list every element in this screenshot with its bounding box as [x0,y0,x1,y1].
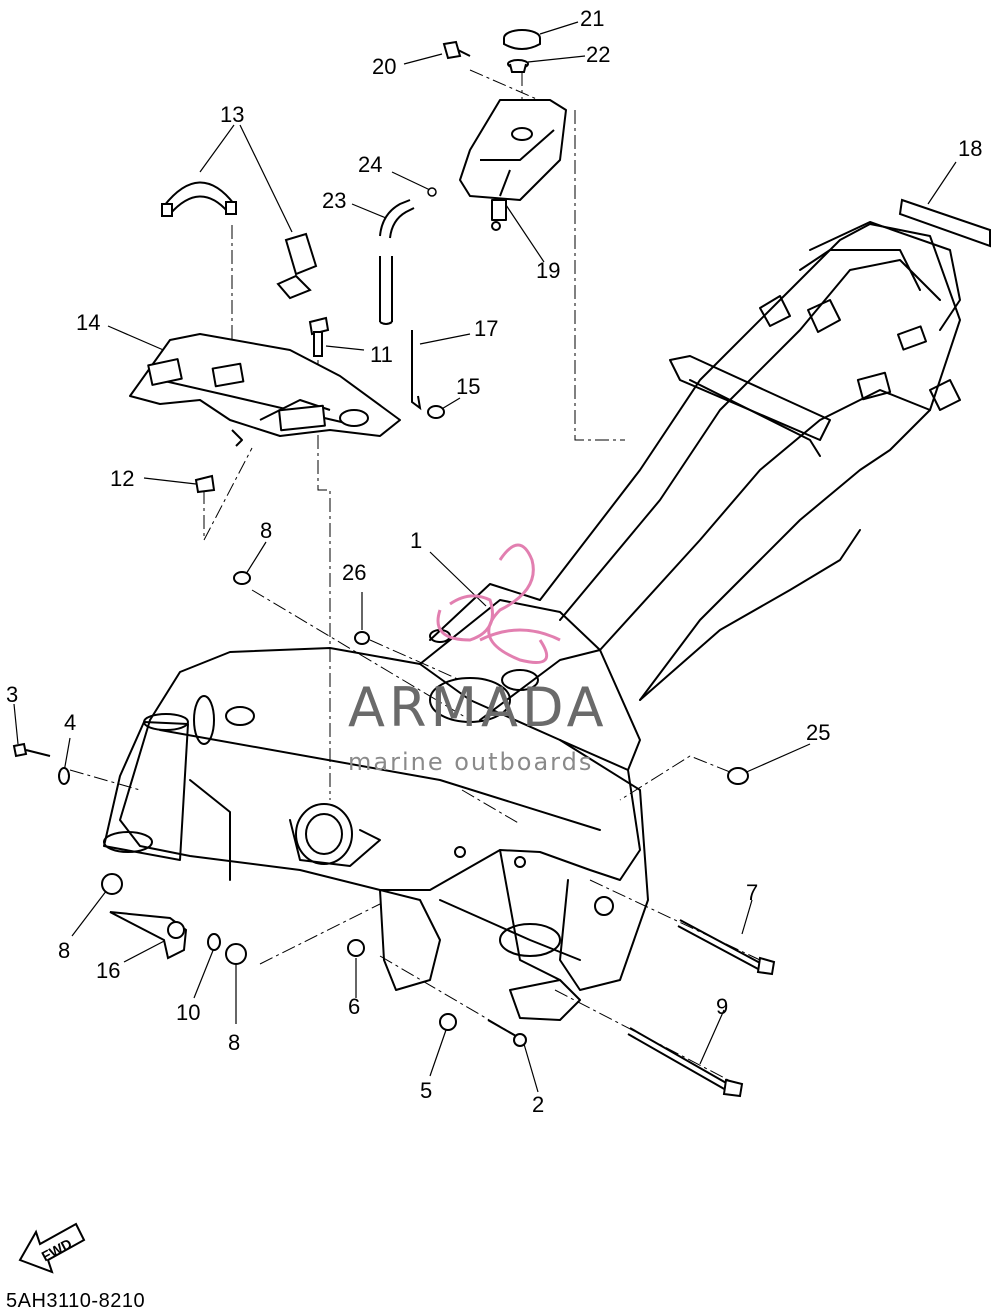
label-part-9: 9 [716,994,728,1019]
label-part-7: 7 [746,880,758,905]
part-12-clip [194,474,216,494]
part-20-bolt [442,40,471,60]
label-part-8-left: 8 [58,938,70,963]
label-part-20: 20 [372,54,396,79]
part-13-straps [161,181,318,300]
label-part-19: 19 [536,258,560,283]
part-22-grommet [507,59,529,73]
label-part-21: 21 [580,6,604,31]
label-part-15: 15 [456,374,480,399]
part-number-labels: 21 22 20 13 18 24 23 19 14 17 11 15 12 8… [6,6,982,1117]
fwd-arrow-icon: FWD [18,1222,86,1274]
label-part-12: 12 [110,466,134,491]
label-part-13: 13 [220,102,244,127]
part-15-nut [427,405,445,419]
part-24-clip [427,187,437,197]
label-part-22: 22 [586,42,610,67]
label-part-8-right: 8 [228,1030,240,1055]
label-part-3: 3 [6,682,18,707]
label-part-10: 10 [176,1000,200,1025]
diagram-code: 5AH3110-8210 [6,1290,146,1312]
label-part-4: 4 [64,710,76,735]
label-part-16: 16 [96,958,120,983]
label-part-6: 6 [348,994,360,1019]
label-part-2: 2 [532,1092,544,1117]
leader-lines [13,21,957,1093]
label-part-14: 14 [76,310,100,335]
label-part-5: 5 [420,1078,432,1103]
watermark-logo-mark [436,543,561,664]
label-part-24: 24 [358,152,382,177]
small-fasteners [12,571,776,1098]
label-part-8-upper: 8 [260,518,272,543]
main-frame [103,221,961,1021]
part-14-bracket-tray [129,333,401,447]
part-18-rubber-strip [898,198,991,248]
label-part-25: 25 [806,720,830,745]
label-part-1: 1 [410,528,422,553]
part-19-reservoir-tank [459,99,567,231]
label-part-18: 18 [958,136,982,161]
part-17-cable-strap [411,330,422,411]
part-11-bolt [308,316,330,357]
label-part-11: 11 [370,342,393,367]
label-part-23: 23 [322,188,346,213]
label-part-17: 17 [474,316,498,341]
watermark-brand: ARMADA [348,676,608,739]
label-part-26: 26 [342,560,366,585]
part-23-hose [379,199,415,325]
watermark-tagline: marine outboards [348,748,594,776]
part-21-cap [503,29,541,50]
